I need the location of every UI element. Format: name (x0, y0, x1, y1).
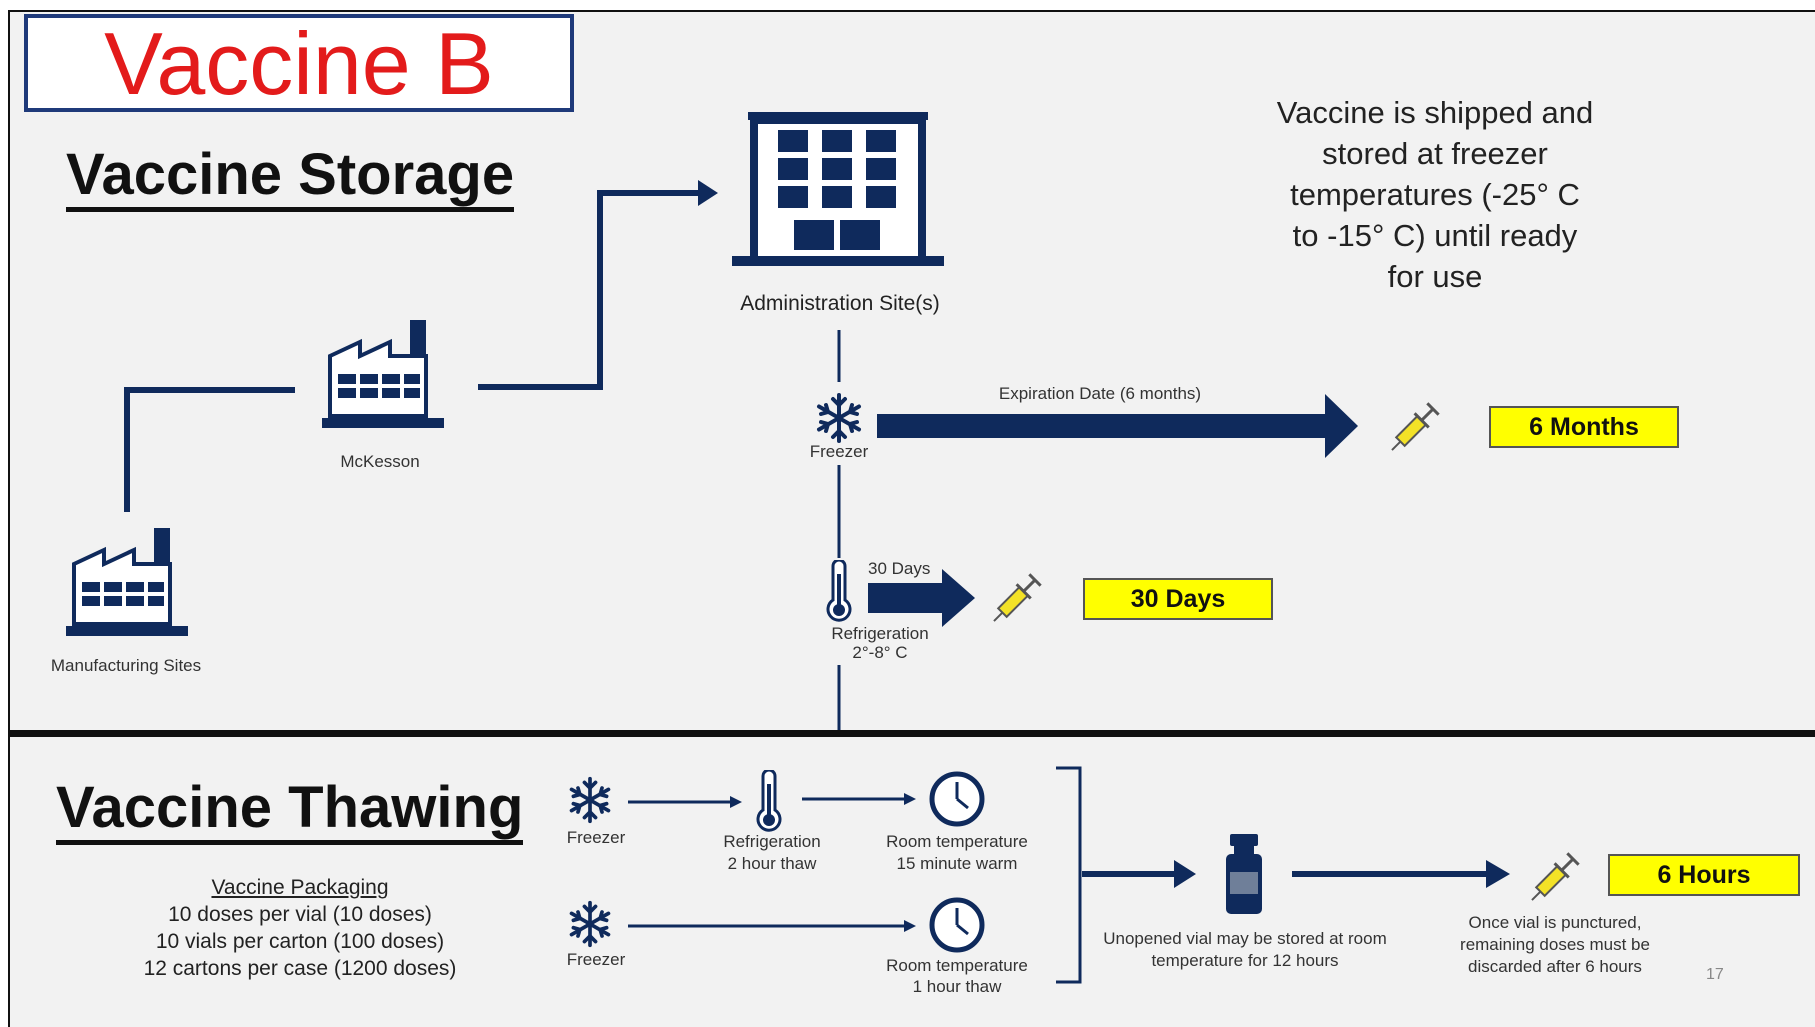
syringe-icon (1391, 402, 1440, 451)
description-line-3: temperatures (-25° C (1290, 177, 1580, 212)
punctured-note-line: discarded after 6 hours (1468, 957, 1642, 976)
expiration-label: Expiration Date (6 months) (998, 384, 1202, 403)
page-number: 17 (1706, 966, 1724, 983)
row1-refrigeration-time: 2 hour thaw (727, 854, 817, 873)
description-line-1: Vaccine is shipped and (1276, 95, 1594, 130)
description-line-4: to -15° C) until ready (1292, 218, 1578, 253)
arrowhead-admin (698, 180, 718, 206)
syringe-icon (1531, 852, 1580, 901)
vial-note-line: temperature for 12 hours (1151, 951, 1339, 970)
packaging-title: Vaccine Packaging (211, 876, 389, 899)
description-line-5: for use (1387, 259, 1483, 294)
thaw-refrigeration-thermometer-icon (756, 770, 782, 832)
six-hours-badge: 6 Hours (1608, 854, 1800, 896)
packaging-line: 10 doses per vial (10 doses) (168, 903, 432, 926)
row2-freezer-label: Freezer (566, 950, 626, 969)
punctured-note-line: remaining doses must be (1460, 935, 1650, 954)
room-temperature-clock-icon (929, 771, 985, 827)
freezer-label: Freezer (809, 442, 869, 461)
six-months-badge: 6 Months (1489, 406, 1679, 448)
slide-border-top (8, 10, 1815, 12)
manufacturing-label: Manufacturing Sites (50, 656, 202, 675)
row1-room-time: 15 minute warm (896, 854, 1018, 873)
section-divider (10, 730, 1815, 737)
title-box: Vaccine B (24, 14, 574, 112)
arrow-vial-to-syringe (1292, 860, 1510, 888)
storage-description: Vaccine is shipped and stored at freezer… (1200, 92, 1670, 297)
refrigeration-temp: 2°-8° C (852, 643, 908, 662)
arrow-to-vial (1082, 860, 1196, 888)
title-text: Vaccine B (104, 14, 494, 113)
connector-manufacturing-mckesson (124, 387, 295, 512)
manufacturing-factory-icon (66, 528, 188, 636)
storage-heading: Vaccine Storage (66, 145, 515, 212)
vial-note: Unopened vial may be stored at room temp… (1080, 928, 1410, 972)
punctured-note-line: Once vial is punctured, (1468, 913, 1642, 932)
punctured-note: Once vial is punctured, remaining doses … (1430, 912, 1680, 978)
freezer-snowflake-icon (817, 393, 861, 443)
row2-room-time: 1 hour thaw (912, 977, 1002, 996)
mckesson-label: McKesson (340, 452, 420, 471)
bracket (1056, 766, 1082, 984)
slide-border-left (8, 10, 10, 1027)
refrigeration-label: Refrigeration (831, 624, 929, 643)
thirty-days-arrow-label: 30 Days (868, 559, 931, 578)
packaging-line: 10 vials per carton (100 doses) (155, 930, 445, 953)
room-temperature-clock-icon (929, 897, 985, 953)
thaw-freezer-snowflake-icon (569, 900, 611, 948)
vial-note-line: Unopened vial may be stored at room (1103, 929, 1387, 948)
row1-room-label: Room temperature (886, 832, 1028, 851)
administration-building-icon (732, 112, 944, 266)
row1-refrigeration-label: Refrigeration (723, 832, 821, 851)
thirty-days-arrow (868, 569, 975, 627)
vaccine-vial-icon (1226, 834, 1262, 914)
refrigeration-thermometer-icon (826, 560, 852, 622)
thirty-days-badge: 30 Days (1083, 578, 1273, 620)
description-line-2: stored at freezer (1322, 136, 1548, 171)
connector-mckesson-admin (478, 190, 700, 390)
administration-label: Administration Site(s) (740, 292, 940, 315)
expiration-arrow (877, 394, 1358, 458)
row2-room-label: Room temperature (886, 956, 1028, 975)
mckesson-factory-icon (322, 320, 444, 428)
thawing-heading: Vaccine Thawing (56, 778, 524, 845)
packaging-block: Vaccine Packaging 10 doses per vial (10 … (120, 874, 480, 982)
row1-freezer-label: Freezer (566, 828, 626, 847)
thaw-freezer-snowflake-icon (569, 776, 611, 824)
packaging-line: 12 cartons per case (1200 doses) (143, 957, 457, 980)
syringe-icon (993, 573, 1042, 622)
